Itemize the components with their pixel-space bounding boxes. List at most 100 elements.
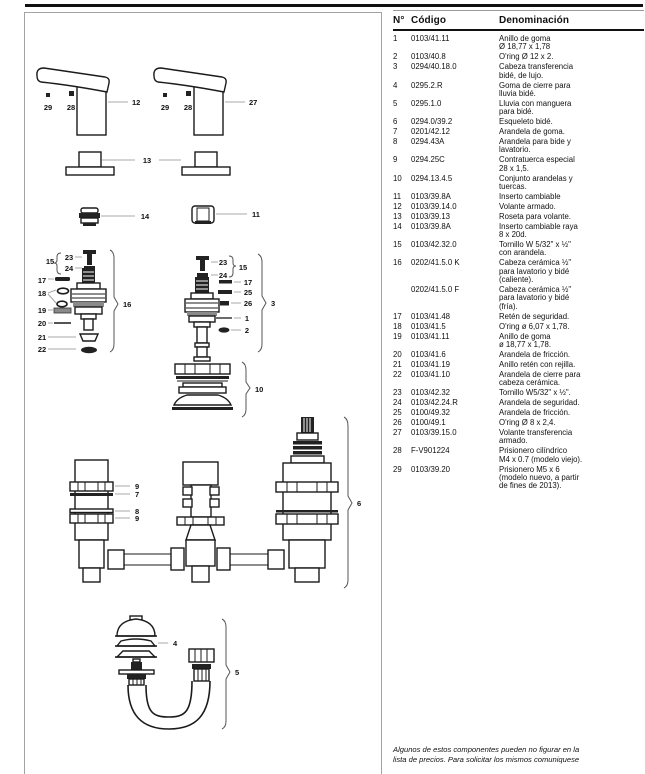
part-code: 0103/42.32 (411, 388, 451, 398)
table-row: 7 0201/42.12 Arandela de goma. (393, 127, 644, 137)
row-number: 1 (393, 34, 398, 43)
callout-23-left: 23 (65, 253, 73, 262)
row-number: 18 (393, 321, 402, 331)
row-number: 22 (393, 369, 402, 379)
skeleton-body: 9 7 8 9 (69, 416, 361, 589)
row-number: 11 (393, 191, 402, 201)
header-col-n: N° (393, 15, 405, 26)
part-code: 0103/42.24.R (411, 398, 458, 408)
callout-19-left: 19 (38, 306, 46, 315)
row-number: 20 (393, 349, 402, 359)
callout-13: 13 (143, 156, 151, 165)
part-code: 0103/42.32.0 (411, 240, 457, 250)
row-number: 4 (393, 80, 398, 90)
screw-head (83, 250, 96, 254)
part-description: Goma de cierre para lluvia bidé. (499, 80, 571, 98)
part-description: Cabeza cerámica ½" para lavatorio y bidé… (499, 258, 572, 285)
callout-25: 25 (244, 288, 252, 297)
row-number: 2 (393, 52, 398, 62)
callout-15-left: 15 (46, 257, 54, 266)
part-description: Retén de seguridad. (499, 311, 570, 321)
callout-28-right: 28 (184, 103, 192, 112)
part-description: Arandela para bide y lavatorio. (499, 137, 571, 155)
inserto: 11 (191, 205, 260, 224)
part-description: Arandela de cierre para cabeza cerámica. (499, 369, 581, 388)
row-number: 19 (393, 331, 402, 341)
part-description: Arandela de seguridad. (499, 398, 580, 408)
part-description: Tornillo W5/32" x ½". (499, 388, 571, 398)
callout-22: 22 (38, 345, 46, 354)
part-description: Arandela de fricción. (499, 349, 571, 359)
part-code: 0294/40.18.0 (411, 62, 457, 72)
callout-26: 26 (244, 299, 252, 308)
bracket-3 (257, 253, 267, 353)
part-description: Tornillo W 5/32" x ½" con arandela. (499, 240, 571, 258)
callout-17-right: 17 (244, 278, 252, 287)
part-description: Inserto cambiable raya 8 x 20d. (499, 221, 578, 240)
brace-15-left (53, 252, 62, 275)
callout-10: 10 (255, 385, 263, 394)
set-screw-28-right (186, 91, 191, 96)
part-description: Volante armado. (499, 201, 556, 211)
row-number: 9 (393, 155, 398, 165)
row-number: 8 (393, 137, 398, 147)
part-code: 0103/39.20 (411, 464, 451, 474)
callout-3: 3 (271, 299, 275, 308)
exploded-diagram-panel: 29 28 12 29 28 27 13 (24, 12, 382, 774)
part-description: Anillo retén con rejilla. (499, 359, 576, 369)
bracket-5 (221, 618, 231, 730)
callout-27: 27 (249, 98, 257, 107)
row-number: 29 (393, 464, 402, 474)
callout-4: 4 (173, 639, 178, 648)
cartridge-left-exploded: 15 23 24 17 18 19 20 21 22 (38, 249, 131, 354)
part-code: 0201/42.12 (411, 127, 451, 137)
row-number (393, 286, 411, 311)
part-description: Volante transferencia armado. (499, 428, 573, 446)
callout-12: 12 (132, 98, 140, 107)
set-screw-29-left (46, 93, 50, 97)
part-code: 0103/41.48 (411, 311, 451, 321)
part-code: 0103/39.8A (411, 221, 451, 231)
screw-shaft (87, 254, 92, 265)
callout-5: 5 (235, 668, 239, 677)
callout-24-left: 24 (65, 264, 74, 273)
set-screw-29-right (163, 93, 167, 97)
callout-15-right: 15 (239, 263, 247, 272)
part-code: 0294.0/39.2 (411, 117, 453, 127)
part-description: Arandela de fricción. (499, 408, 571, 418)
spray-and-hose: 4 5 (115, 615, 239, 730)
bracket-10 (241, 361, 251, 418)
footnote: Algunos de estos componentes pueden no f… (393, 745, 580, 764)
callout-21: 21 (38, 333, 46, 342)
row-number: 3 (393, 62, 398, 72)
row-number: 23 (393, 388, 402, 398)
inserto-raya: 14 (79, 207, 150, 226)
part-code: 0294.13.4.5 (411, 173, 453, 183)
page-top-rule (25, 4, 643, 7)
callout-1: 1 (245, 314, 249, 323)
row-number: 7 (393, 127, 398, 137)
part-description: Inserto cambiable (499, 191, 561, 201)
part-code: F-V901224 (411, 446, 450, 456)
part-description: O'ring ø 6,07 x 1,78. (499, 321, 570, 331)
table-header: N° Código Denominación (393, 10, 644, 31)
header-col-desc: Denominación (499, 15, 570, 26)
part-code: 0103/41.6 (411, 349, 446, 359)
part-description: Arandela de goma. (499, 127, 565, 137)
table-row: 20 0103/41.6 Arandela de fricción. (393, 349, 644, 359)
